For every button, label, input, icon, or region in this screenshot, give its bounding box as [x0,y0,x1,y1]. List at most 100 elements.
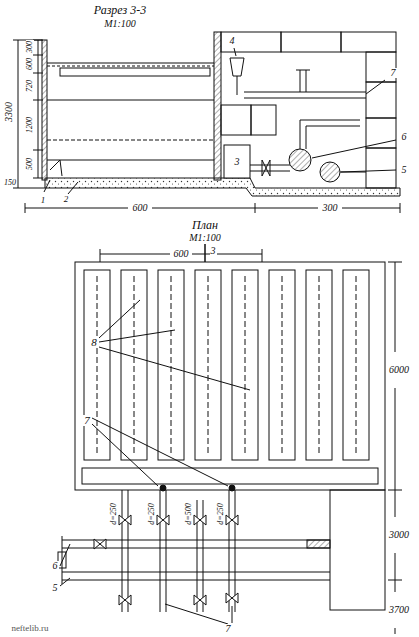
pipe [300,120,360,149]
dimension-text: 300 [26,40,34,54]
dimension-text: 3000 [388,530,410,540]
dimension-text: 3700 [388,605,410,615]
callout-number: 2 [63,195,70,204]
gutter [60,68,210,76]
leader-line [92,418,228,486]
section-view [13,32,400,213]
valve [226,515,238,525]
pipe [229,490,235,612]
valve [226,593,238,603]
leader-line [68,182,78,194]
watermark: neftelib.ru [10,624,49,633]
dimension-text: 600 [132,203,149,213]
dimension-text: d=250 [217,502,225,525]
callout-number: 6 [401,132,408,142]
dimension-text: 150 [3,179,17,187]
filter-cell [121,270,147,460]
leader-line [165,604,228,624]
filter-cell [343,270,369,460]
dimension-text: 600 [26,57,34,71]
gutter [282,276,283,454]
layer-line [47,100,214,101]
callout-number: 4 [229,36,236,46]
pipe-section [289,149,311,171]
leader-line [232,606,233,623]
gutter [319,276,320,454]
collecting-channel [82,468,378,484]
callout-number: 3 [234,157,241,167]
funnel [230,58,244,76]
gutter [245,276,246,454]
dimension-text: 300 [322,203,339,213]
pipe [62,572,330,580]
layer-line [47,160,214,161]
valves [94,515,238,605]
section-mark [204,244,206,262]
scale-note: М1:100 [188,233,222,243]
layer-line [47,140,214,141]
dimension-text: d=250 [110,502,118,525]
water-level [47,66,214,67]
filter-cell [269,270,295,460]
pipe [62,540,330,548]
pipe [160,490,166,612]
tank-wall [214,32,221,180]
gutter [208,276,209,454]
gutter [134,276,135,454]
gutter [356,276,357,454]
leader-line [366,80,385,94]
dimension-line [18,40,19,188]
leader-line [312,140,396,158]
plan-view [58,244,402,634]
leader-line [92,424,158,486]
leader-line [341,170,396,172]
filter-cell [84,270,110,460]
dimension-text: 3300 [4,101,14,123]
leader-line [60,578,70,586]
pipe [244,92,366,98]
valve [194,515,206,525]
callout-number: 1 [40,196,47,205]
valve [262,160,270,176]
callout-number: 7 [390,68,397,78]
water-level [47,63,214,64]
pipe [197,500,203,612]
scale-note: М1:100 [103,19,137,29]
tank-wall [42,40,47,180]
pipe-gallery [221,32,396,188]
view-title: План [191,219,219,231]
valve [119,515,131,525]
pipe [122,490,128,612]
filter-cell [306,270,332,460]
callout-number: 6 [52,561,59,571]
filter-cell [232,270,258,460]
gutter [171,276,172,454]
channel [224,145,250,178]
valve [194,595,206,605]
callout-number: 5 [401,165,408,175]
dimension-text: 600 [173,249,190,259]
valve [157,515,169,525]
leader-line [60,544,70,566]
dimension-text: 1200 [26,116,34,134]
dimension-text: 500 [26,157,34,171]
leader-line [99,300,140,338]
leader-line [99,330,175,342]
dimension-text: 720 [26,79,34,93]
filter-block [75,262,385,490]
foundation-slab [45,178,400,196]
leader-line [44,180,50,192]
dimension-text: 6000 [388,365,410,375]
filter-cell [195,270,221,460]
dimension-text: d=500 [185,502,193,525]
leader-line [99,347,250,390]
valve [94,539,106,549]
dimension-text: d=250 [148,502,156,525]
callout-number: 3 [210,246,217,256]
pipe [296,70,310,92]
callout-number: 7 [225,624,232,634]
view-title: Разрез 3-3 [93,4,147,16]
drain [50,160,62,176]
